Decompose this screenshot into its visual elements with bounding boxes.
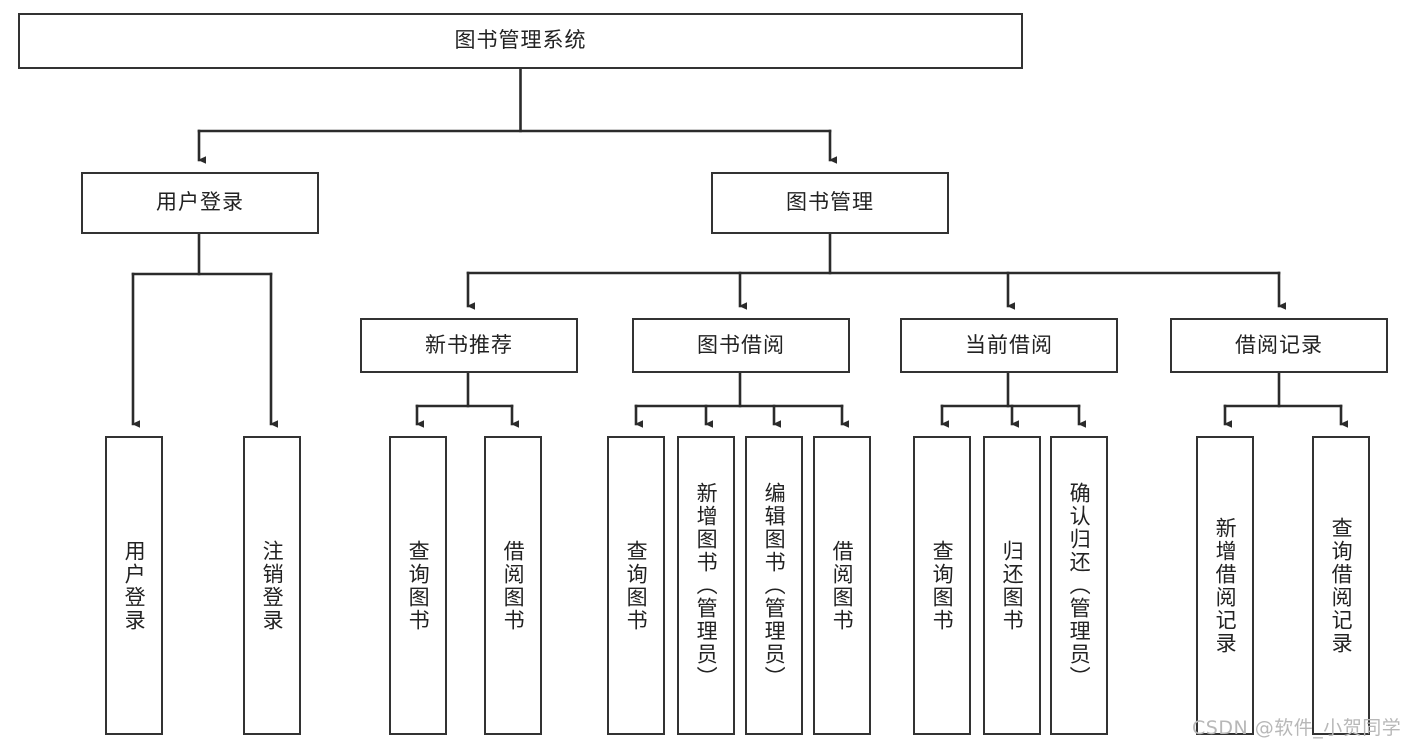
leaf-add-book-admin-label: 新增图书（管理员）	[694, 482, 719, 689]
leaf-edit-book-admin-label: 编辑图书（管理员）	[762, 482, 787, 689]
leaf-query-books-current-label: 查询图书	[930, 539, 955, 632]
node-user-login-label: 用户登录	[156, 190, 244, 215]
node-root-label: 图书管理系统	[454, 28, 587, 53]
leaf-query-books-rec-label: 查询图书	[406, 539, 431, 632]
leaf-borrow-book[interactable]: 借阅图书	[813, 436, 871, 735]
leaf-borrow-books-rec[interactable]: 借阅图书	[484, 436, 542, 735]
leaf-query-books-current[interactable]: 查询图书	[913, 436, 971, 735]
leaf-edit-book-admin[interactable]: 编辑图书（管理员）	[745, 436, 803, 735]
leaf-borrow-book-label: 借阅图书	[830, 539, 855, 632]
node-book-borrow[interactable]: 图书借阅	[632, 318, 850, 373]
node-borrow-record[interactable]: 借阅记录	[1170, 318, 1388, 373]
leaf-return-book-label: 归还图书	[1000, 539, 1025, 632]
node-root[interactable]: 图书管理系统	[18, 13, 1023, 69]
leaf-query-books-rec[interactable]: 查询图书	[389, 436, 447, 735]
leaf-confirm-return-admin[interactable]: 确认归还（管理员）	[1050, 436, 1108, 735]
node-book-management[interactable]: 图书管理	[711, 172, 949, 234]
leaf-query-borrow-record-label: 查询借阅记录	[1329, 516, 1354, 655]
node-current-borrow[interactable]: 当前借阅	[900, 318, 1118, 373]
node-book-management-label: 图书管理	[786, 190, 874, 215]
node-new-book-recommendation-label: 新书推荐	[425, 332, 513, 357]
leaf-add-borrow-record-label: 新增借阅记录	[1213, 516, 1238, 655]
node-book-borrow-label: 图书借阅	[697, 332, 785, 357]
leaf-query-borrow-record[interactable]: 查询借阅记录	[1312, 436, 1370, 735]
leaf-query-books-borrow[interactable]: 查询图书	[607, 436, 665, 735]
node-borrow-record-label: 借阅记录	[1235, 332, 1323, 357]
leaf-borrow-books-rec-label: 借阅图书	[501, 539, 526, 632]
leaf-add-book-admin[interactable]: 新增图书（管理员）	[677, 436, 735, 735]
node-user-login[interactable]: 用户登录	[81, 172, 319, 234]
leaf-user-logout[interactable]: 注销登录	[243, 436, 301, 735]
leaf-user-login-label: 用户登录	[122, 539, 147, 632]
csdn-watermark: CSDN @软件_小贺同学	[1192, 717, 1402, 739]
leaf-user-logout-label: 注销登录	[260, 539, 285, 632]
leaf-user-login[interactable]: 用户登录	[105, 436, 163, 735]
leaf-add-borrow-record[interactable]: 新增借阅记录	[1196, 436, 1254, 735]
leaf-confirm-return-admin-label: 确认归还（管理员）	[1067, 482, 1092, 689]
node-current-borrow-label: 当前借阅	[965, 332, 1053, 357]
leaf-return-book[interactable]: 归还图书	[983, 436, 1041, 735]
leaf-query-books-borrow-label: 查询图书	[624, 539, 649, 632]
node-new-book-recommendation[interactable]: 新书推荐	[360, 318, 578, 373]
